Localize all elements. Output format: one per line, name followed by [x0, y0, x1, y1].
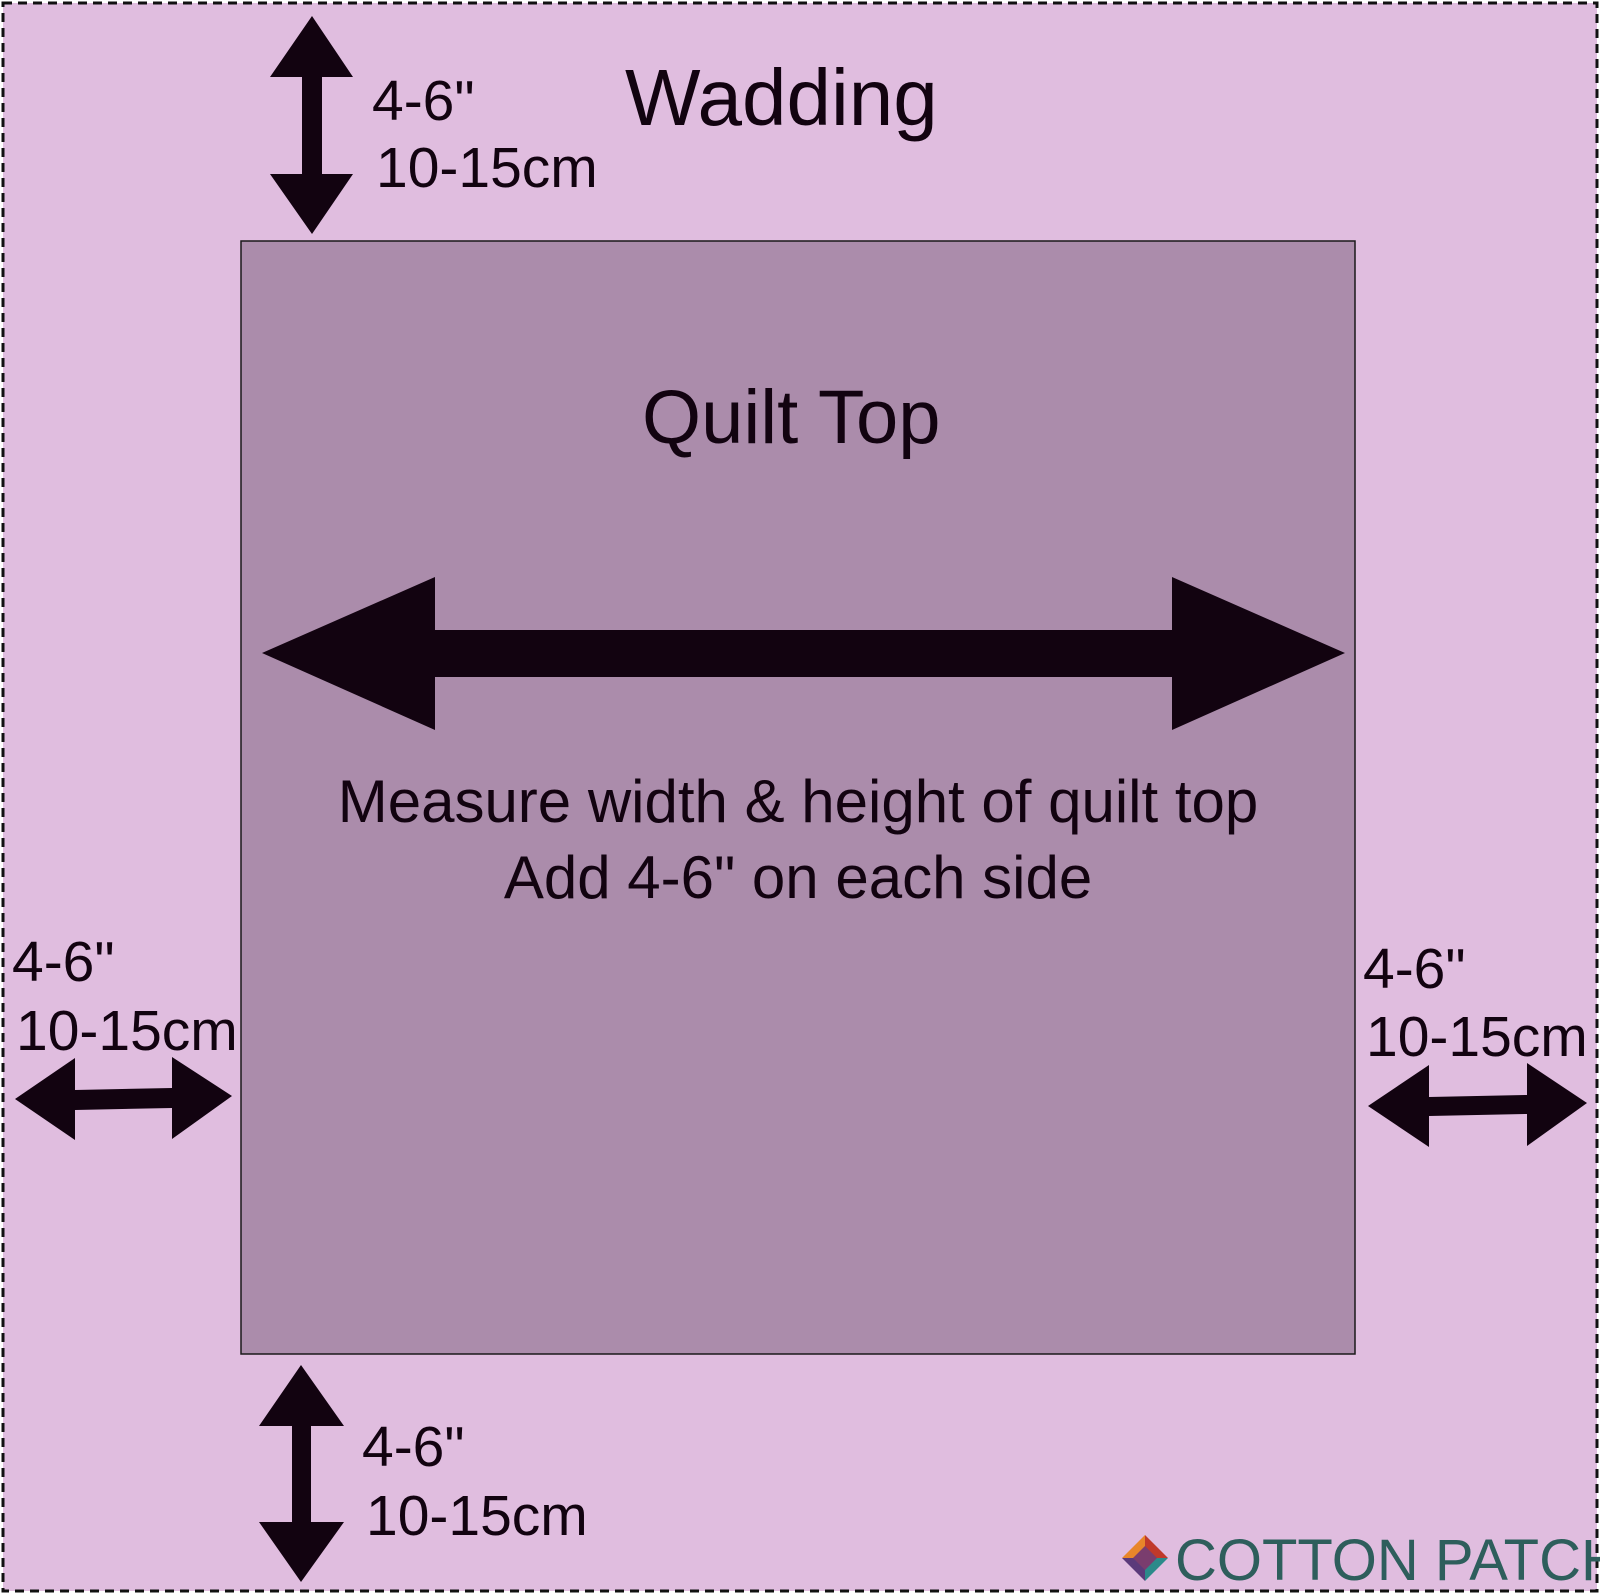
double-arrow-horizontal-icon: [1368, 1063, 1587, 1147]
quilt-top-label: Quilt Top: [642, 375, 941, 460]
double-arrow-vertical-icon: [270, 16, 353, 234]
top-margin-inches: 4-6": [372, 69, 475, 133]
instruction-line-1: Measure width & height of quilt top: [338, 768, 1259, 835]
bottom-margin-cm: 10-15cm: [366, 1484, 588, 1548]
right-margin-inches: 4-6": [1363, 937, 1466, 1001]
top-margin-cm: 10-15cm: [376, 136, 598, 200]
quilt-top-area: [240, 240, 1356, 1355]
logo-text: COTTON PATCH: [1175, 1528, 1600, 1593]
double-arrow-horizontal-icon: [15, 1057, 232, 1140]
double-arrow-horizontal-icon: [262, 577, 1345, 730]
instruction-line-2: Add 4-6" on each side: [504, 844, 1092, 911]
wadding-label: Wadding: [625, 53, 938, 142]
double-arrow-vertical-icon: [259, 1365, 344, 1582]
cotton-patch-logo: COTTON PATCH: [1122, 1528, 1600, 1593]
bottom-margin-inches: 4-6": [362, 1415, 465, 1479]
patchwork-diamond-icon: [1122, 1535, 1168, 1581]
left-margin-inches: 4-6": [12, 930, 115, 994]
left-margin-cm: 10-15cm: [16, 999, 238, 1063]
right-margin-cm: 10-15cm: [1366, 1005, 1588, 1069]
